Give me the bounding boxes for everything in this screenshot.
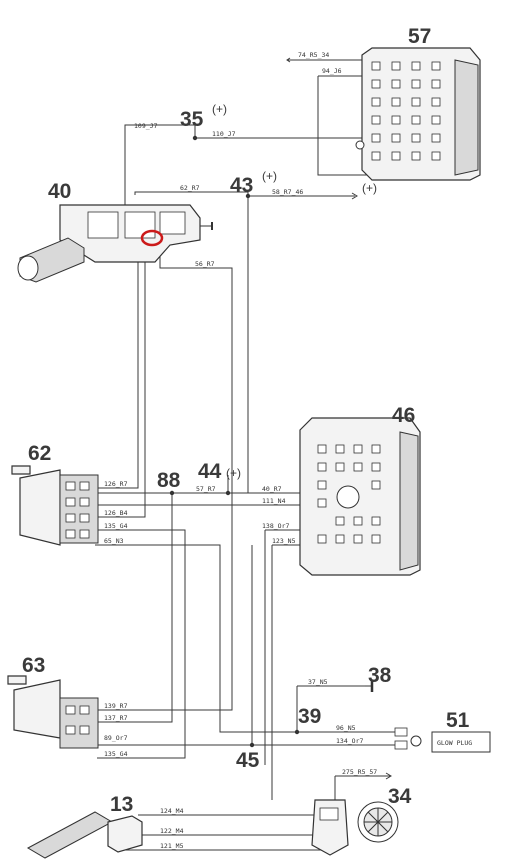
junction-dot [249,742,255,748]
wire-label: 89_Or7 [104,734,128,742]
wire-label: 96_N5 [336,724,356,732]
wire-label: 109_J7 [134,122,158,130]
wire-label: 111_N4 [262,497,286,505]
wire-label: 138_Or7 [262,522,289,530]
component-62-box [11,465,99,546]
component-40-label: 40 [48,180,71,203]
wire-label: 139_R7 [104,702,128,710]
wire-label: 62_R7 [180,184,200,192]
component-40-box [17,204,213,283]
junction-dot [192,135,198,141]
wire-label: 122_M4 [160,827,184,835]
wire-label: 137_R7 [104,714,128,722]
component-62-label: 62 [28,442,51,465]
component-43-plus: (+) [262,169,277,183]
wire-label: 56_R7 [195,260,215,268]
highlight-circle [140,229,164,247]
wire-label: 58_R7_46 [272,188,303,196]
wire-label: 110_J7 [212,130,236,138]
wire-label: 37_N5 [308,678,328,686]
component-39-label: 39 [298,705,321,728]
wire-label: 123_N5 [272,537,296,545]
wire-label: 57_R7 [196,485,216,493]
component-13-box [26,811,143,859]
wire-label: 135_G4 [104,750,128,758]
component-51-label: 51 [446,709,470,732]
component-38-label: 38 [368,664,392,687]
junction-dot [245,193,251,199]
component-63-label: 63 [22,654,45,677]
glow-plug-label: GLOW PLUG [437,739,472,747]
wire-label: 40_R7 [262,485,282,493]
component-57-label: 57 [408,25,431,48]
component-46-label: 46 [392,404,415,427]
wire-label: 65_N3 [104,537,124,545]
junction-dot [294,729,300,735]
wire-label: 124_M4 [160,807,184,815]
component-38-ground [365,680,374,692]
junction-dot [169,490,175,496]
plus-mark: (+) [362,181,377,195]
junction-dots [169,135,300,748]
component-63-box [7,675,99,749]
component-43-label: 43 [230,174,253,197]
component-34-fan [357,801,399,843]
component-51-glow-plug [394,727,491,753]
component-88-label: 88 [157,469,181,492]
wire-label: 134_Or7 [336,737,363,745]
component-34-label: 34 [388,785,412,808]
wire-label: 275_R5_57 [342,768,377,776]
wire-label: 126_R7 [104,480,128,488]
component-35-label: 35 [180,108,204,131]
component-13-label: 13 [110,793,133,816]
component-57-box [355,47,481,181]
wire-label: 135_G4 [104,522,128,530]
component-44-label: 44 [198,460,222,483]
junction-dot [225,490,231,496]
component-44-plus: (+) [226,466,241,480]
component-45-label: 45 [236,749,260,772]
component-46-box [299,417,421,576]
wire-label: 94_J6 [322,67,342,75]
component-45-connector [311,799,349,856]
wire-label: 121_M5 [160,842,184,850]
wire-label: 126_B4 [104,509,128,517]
wire-label: 74_R5_34 [298,51,329,59]
component-35-plus: (+) [212,102,227,116]
